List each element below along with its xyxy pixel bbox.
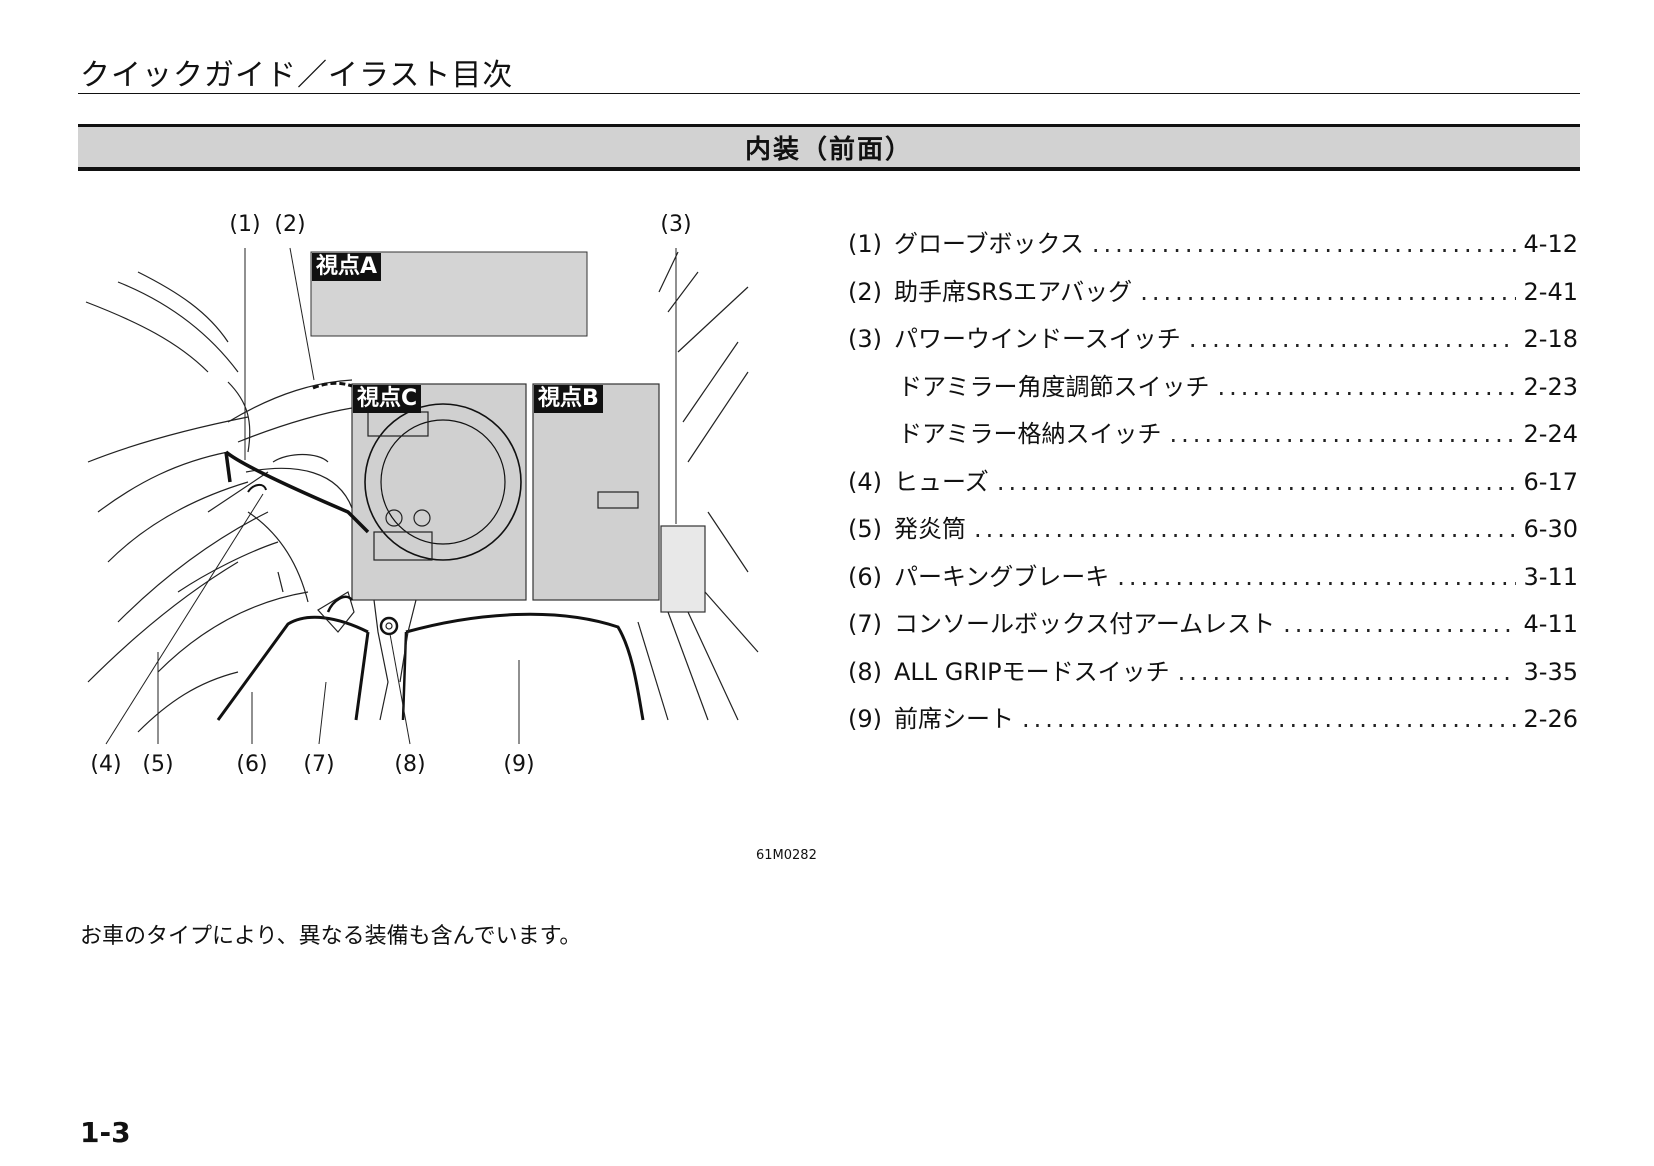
- index-subrow[interactable]: ドアミラー角度調節スイッチ 2-23: [848, 367, 1578, 415]
- index-number: (5): [848, 515, 882, 543]
- index-row[interactable]: (2) 助手席SRSエアバッグ 2-41: [848, 272, 1578, 320]
- index-label: ALL GRIPモードスイッチ: [894, 657, 1170, 686]
- index-page: 4-11: [1523, 610, 1578, 638]
- callout-2: (2): [274, 212, 306, 237]
- callout-9: (9): [503, 752, 535, 777]
- index-page: 3-11: [1523, 562, 1578, 591]
- dot-leader: [1092, 230, 1516, 258]
- index-row[interactable]: (1) グローブボックス 4-12: [848, 224, 1578, 272]
- index-label: ヒューズ: [894, 467, 989, 496]
- index-page: 2-23: [1523, 372, 1578, 401]
- dot-leader: [1117, 563, 1515, 591]
- dot-leader: [1170, 420, 1516, 448]
- figure-code: 61M0282: [756, 848, 817, 863]
- view-b-label: 視点B: [534, 385, 603, 413]
- dot-leader: [1218, 373, 1516, 401]
- index-row[interactable]: (7) コンソールボックス付アームレスト 4-11: [848, 604, 1578, 652]
- index-label: パーキングブレーキ: [894, 562, 1110, 591]
- view-b-box: [532, 383, 660, 601]
- section-heading: 内装（前面）: [78, 124, 1580, 171]
- index-page: 2-18: [1523, 325, 1578, 353]
- dot-leader: [997, 468, 1516, 496]
- index-label: 助手席SRSエアバッグ: [894, 277, 1133, 306]
- interior-drawing: [85, 247, 759, 745]
- callout-1: (1): [229, 212, 261, 237]
- index-label: 前席シート: [894, 705, 1014, 733]
- dot-leader: [974, 515, 1516, 543]
- page-number: 1-3: [80, 1116, 131, 1149]
- index-label: パワーウインドースイッチ: [894, 325, 1181, 353]
- index-number: (3): [848, 325, 882, 353]
- dot-leader: [1283, 610, 1515, 638]
- index-label: グローブボックス: [894, 230, 1084, 258]
- page-title: クイックガイド／イラスト目次: [80, 58, 514, 93]
- index-page: 4-12: [1523, 230, 1578, 258]
- view-c-label: 視点C: [353, 385, 422, 413]
- dot-leader: [1022, 705, 1516, 733]
- view-c-box: [351, 383, 527, 601]
- callout-4: (4): [90, 752, 122, 777]
- interior-illustration: 視点A 視点C 視点B (1) (2) (3) (4) (5) (6) (7) …: [78, 212, 838, 872]
- index-subrow[interactable]: ドアミラー格納スイッチ 2-24: [848, 414, 1578, 462]
- callout-7: (7): [303, 752, 335, 777]
- index-page: 2-24: [1523, 420, 1578, 448]
- index-row[interactable]: (5) 発炎筒 6-30: [848, 509, 1578, 557]
- index-page: 6-30: [1523, 515, 1578, 543]
- index-label: 発炎筒: [894, 515, 966, 543]
- index-label: ドアミラー角度調節スイッチ: [898, 372, 1210, 401]
- index-row[interactable]: (4) ヒューズ 6-17: [848, 462, 1578, 510]
- parts-index: (1) グローブボックス 4-12 (2) 助手席SRSエアバッグ 2-41 (…: [848, 224, 1578, 747]
- index-page: 2-41: [1523, 277, 1578, 306]
- window-switch-box: [660, 525, 706, 613]
- index-number: (9): [848, 705, 882, 733]
- index-page: 3-35: [1523, 657, 1578, 686]
- index-label: コンソールボックス付アームレスト: [894, 610, 1276, 638]
- equipment-note: お車のタイプにより、異なる装備も含んでいます。: [80, 924, 582, 949]
- index-row[interactable]: (9) 前席シート 2-26: [848, 699, 1578, 747]
- index-page: 6-17: [1523, 467, 1578, 496]
- view-a-label: 視点A: [312, 253, 382, 281]
- index-number: (2): [848, 277, 882, 306]
- index-number: (1): [848, 230, 882, 258]
- dot-leader: [1189, 325, 1516, 353]
- callout-5: (5): [142, 752, 174, 777]
- index-number: (8): [848, 657, 882, 686]
- index-row[interactable]: (8) ALL GRIPモードスイッチ 3-35: [848, 652, 1578, 700]
- index-label: ドアミラー格納スイッチ: [898, 420, 1162, 448]
- callout-6: (6): [236, 752, 268, 777]
- index-number: (7): [848, 610, 882, 638]
- index-row[interactable]: (6) パーキングブレーキ 3-11: [848, 557, 1578, 605]
- section-title: 内装（前面）: [744, 134, 913, 165]
- index-number: (6): [848, 562, 882, 591]
- title-rule: [78, 93, 1580, 94]
- index-number: (4): [848, 467, 882, 496]
- index-page: 2-26: [1523, 705, 1578, 733]
- index-row[interactable]: (3) パワーウインドースイッチ 2-18: [848, 319, 1578, 367]
- callout-3: (3): [660, 212, 692, 237]
- dot-leader: [1178, 658, 1516, 686]
- callout-8: (8): [394, 752, 426, 777]
- dot-leader: [1140, 278, 1515, 306]
